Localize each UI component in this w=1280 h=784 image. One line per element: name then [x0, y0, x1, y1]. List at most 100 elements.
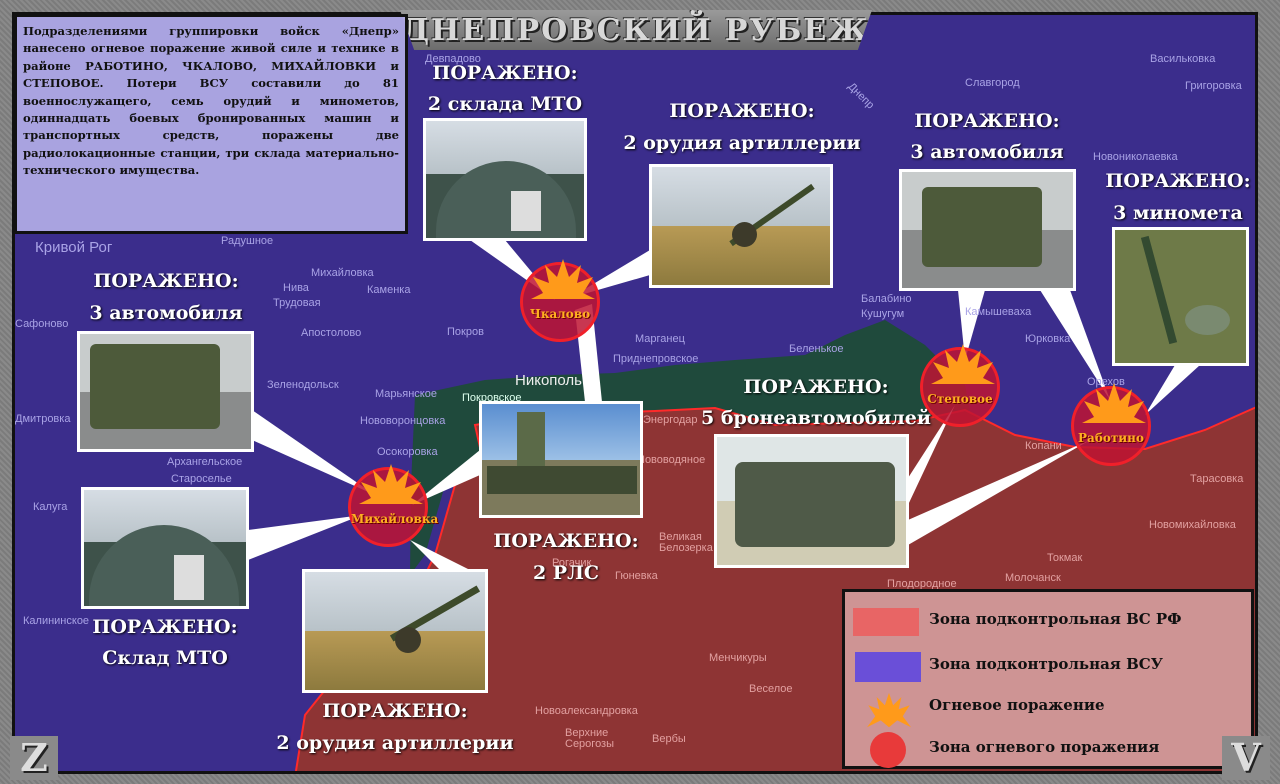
callout-text: 2 РЛС	[532, 562, 600, 584]
callout-heading: ПОРАЖЕНО:	[92, 616, 238, 638]
map-label: Веселое	[749, 683, 793, 695]
map-label: Рогачик	[552, 557, 592, 569]
legend: Зона подконтрольная ВС РФ Зона подконтро…	[842, 589, 1254, 769]
strike-zone-mikhailovka[interactable]: Михайловка	[348, 464, 439, 547]
callout-heading: ПОРАЖЕНО:	[1105, 170, 1251, 192]
strike-label: Михайловка	[351, 512, 439, 526]
map-label: Беленькое	[789, 343, 844, 355]
z-badge: Z	[10, 736, 58, 780]
callout-heading: ПОРАЖЕНО:	[322, 700, 468, 722]
map-label: Марганец	[635, 333, 685, 345]
map-label: Вербы	[652, 733, 686, 745]
photo-vehicle	[77, 331, 254, 452]
map-label: Радушное	[221, 235, 274, 247]
map-label: Староселье	[171, 473, 232, 485]
photo-mortar	[1112, 227, 1249, 366]
page-title: ДНЕПРОВСКИЙ РУБЕЖ	[400, 10, 872, 50]
photo-warehouse	[423, 118, 587, 241]
map-label: Каменка	[367, 284, 411, 296]
legend-label: Зона подконтрольная ВСУ	[929, 655, 1163, 673]
callout-text: Склад МТО	[102, 647, 228, 669]
map-label: Новониколаевка	[1093, 151, 1178, 163]
explosion-icon	[867, 692, 911, 728]
legend-label: Огневое поражение	[929, 696, 1105, 714]
legend-label: Зона подконтрольная ВС РФ	[929, 610, 1182, 628]
map-label: Новоалександровка	[535, 705, 638, 717]
map-label: Дмитровка	[15, 413, 71, 425]
callout-text: 3 автомобиля	[910, 141, 1064, 163]
map-label: Копани	[1025, 440, 1062, 452]
callout-text: 3 автомобиля	[89, 302, 243, 324]
map-label: Архангельское	[167, 456, 243, 468]
map-label: Славгород	[965, 77, 1020, 89]
map-label: Новомихайловка	[1149, 519, 1236, 531]
map-label: Григоровка	[1185, 80, 1242, 92]
map-label: Плодородное	[887, 578, 957, 590]
map-label: Калуга	[33, 501, 68, 513]
explosion-icon	[931, 344, 995, 384]
strike-label: Работино	[1078, 431, 1144, 445]
legend-swatch-ua	[855, 652, 921, 682]
callout-heading: ПОРАЖЕНО:	[743, 376, 889, 398]
map-label: Покров	[447, 326, 484, 338]
callout-heading: ПОРАЖЕНО:	[432, 62, 578, 84]
callout-text: 2 орудия артиллерии	[276, 732, 514, 754]
callout-heading: ПОРАЖЕНО:	[914, 110, 1060, 132]
map-label: Балабино	[861, 293, 912, 305]
map-label: Великая Белозерка	[659, 531, 713, 554]
callout-text: 5 бронеавтомобилей	[701, 407, 931, 429]
map-label: Токмак	[1047, 552, 1083, 564]
strike-label: Чкалово	[529, 307, 591, 321]
photo-armored-vehicle	[714, 434, 909, 568]
strike-zone-chkalovo[interactable]: Чкалово	[520, 259, 600, 342]
map-label: Менчикуры	[709, 652, 767, 664]
map-label: Приднепровское	[613, 353, 699, 365]
legend-label: Зона огневого поражения	[929, 738, 1160, 756]
v-badge: V	[1222, 736, 1270, 780]
map-label: Нововодяное	[637, 454, 706, 466]
explosion-icon	[1082, 383, 1146, 423]
map-label: Девпадово	[425, 53, 481, 65]
map-label: Зеленодольск	[267, 379, 339, 391]
explosion-icon	[359, 464, 423, 504]
explosion-icon	[531, 259, 595, 299]
map-label: Калининское	[23, 615, 90, 627]
map-label: Юрковка	[1025, 333, 1071, 345]
strike-zone-rabotino[interactable]: Работино	[1071, 383, 1151, 466]
photo-warehouse	[81, 487, 249, 609]
map-label: Тарасовка	[1190, 473, 1244, 485]
map-label: Гюневка	[615, 570, 658, 582]
photo-artillery	[649, 164, 833, 288]
photo-vehicle	[899, 169, 1076, 291]
callout-heading: ПОРАЖЕНО:	[93, 270, 239, 292]
summary-text: Подразделениями группировки войск «Днепр…	[14, 14, 408, 234]
map-label: Нововоронцовка	[360, 415, 446, 427]
map-label: Нива	[283, 282, 309, 294]
callout-text: 3 миномета	[1113, 202, 1243, 224]
fire-zone-icon	[870, 732, 906, 768]
photo-radar	[479, 401, 643, 518]
reservoir	[410, 320, 970, 575]
map-label: Михайловка	[311, 267, 374, 279]
map-label: Осокоровка	[377, 446, 438, 458]
map-label: Марьянское	[375, 388, 437, 400]
legend-swatch-rf	[853, 608, 919, 636]
map-label: Молочанск	[1005, 572, 1061, 584]
strike-label: Степовое	[927, 392, 993, 406]
callout-text: 2 склада МТО	[427, 93, 583, 115]
callout-text: 2 орудия артиллерии	[623, 132, 861, 154]
callout-heading: ПОРАЖЕНО:	[669, 100, 815, 122]
callout-heading: ПОРАЖЕНО:	[493, 530, 639, 552]
map-label: Камышеваха	[965, 306, 1032, 318]
map-label: Верхние Серогозы	[565, 727, 615, 750]
map-label: Апостолово	[301, 327, 362, 339]
strike-zone-stepovoe[interactable]: Степовое	[920, 344, 1000, 427]
map-label: Кривой Рог	[35, 239, 113, 256]
map-label: Никополь	[515, 372, 582, 389]
map-label: Васильковка	[1150, 53, 1216, 65]
map-label: Кушугум	[861, 308, 905, 320]
photo-artillery	[302, 569, 488, 693]
map-label: Сафоново	[15, 318, 69, 330]
map-label: Орехов	[1087, 376, 1125, 388]
map-label: Трудовая	[273, 297, 321, 309]
